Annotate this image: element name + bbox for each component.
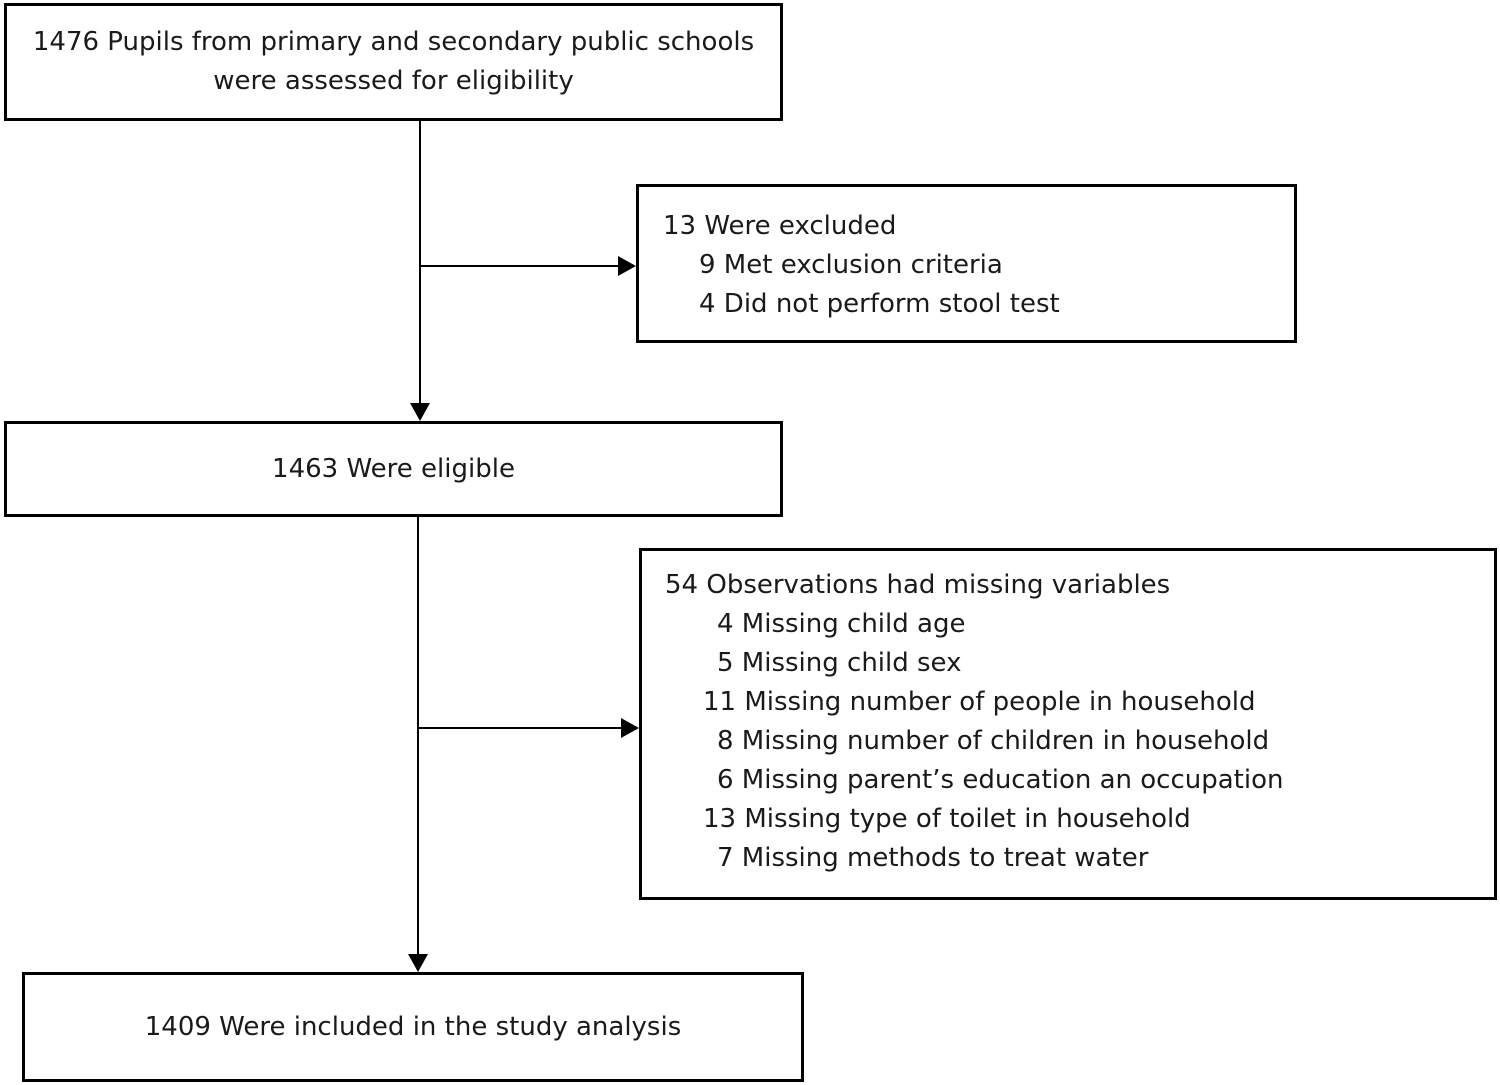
- eligible-box: 1463 Were eligible: [4, 421, 783, 517]
- excluded-item: 9 Met exclusion criteria: [699, 250, 1003, 280]
- missing-item: 4 Missing child age: [717, 609, 966, 639]
- assessed-line-2: were assessed for eligibility: [213, 66, 574, 96]
- missing-item: 5 Missing child sex: [717, 648, 962, 678]
- missing-box: 54 Observations had missing variables 4 …: [639, 548, 1497, 900]
- assessed-line-1: 1476 Pupils from primary and secondary p…: [32, 27, 755, 57]
- missing-item: 11 Missing number of people in household: [703, 687, 1256, 717]
- excluded-heading: 13 Were excluded: [663, 211, 897, 241]
- missing-heading: 54 Observations had missing variables: [665, 570, 1171, 600]
- missing-item: 8 Missing number of children in househol…: [717, 726, 1270, 756]
- missing-item: 6 Missing parent’s education an occupati…: [717, 765, 1284, 795]
- assessed-box: 1476 Pupils from primary and secondary p…: [4, 3, 783, 121]
- excluded-item: 4 Did not perform stool test: [699, 289, 1060, 319]
- excluded-box: 13 Were excluded 9 Met exclusion criteri…: [636, 184, 1297, 343]
- included-box: 1409 Were included in the study analysis: [22, 972, 804, 1082]
- missing-item: 7 Missing methods to treat water: [717, 843, 1149, 873]
- included-label: 1409 Were included in the study analysis: [144, 1011, 682, 1042]
- eligible-label: 1463 Were eligible: [272, 453, 515, 484]
- missing-item: 13 Missing type of toilet in household: [703, 804, 1191, 834]
- arrowhead-eligible: [410, 403, 430, 421]
- arrowhead-excluded: [618, 256, 636, 276]
- arrowhead-missing: [621, 718, 639, 738]
- arrowhead-included: [408, 954, 428, 972]
